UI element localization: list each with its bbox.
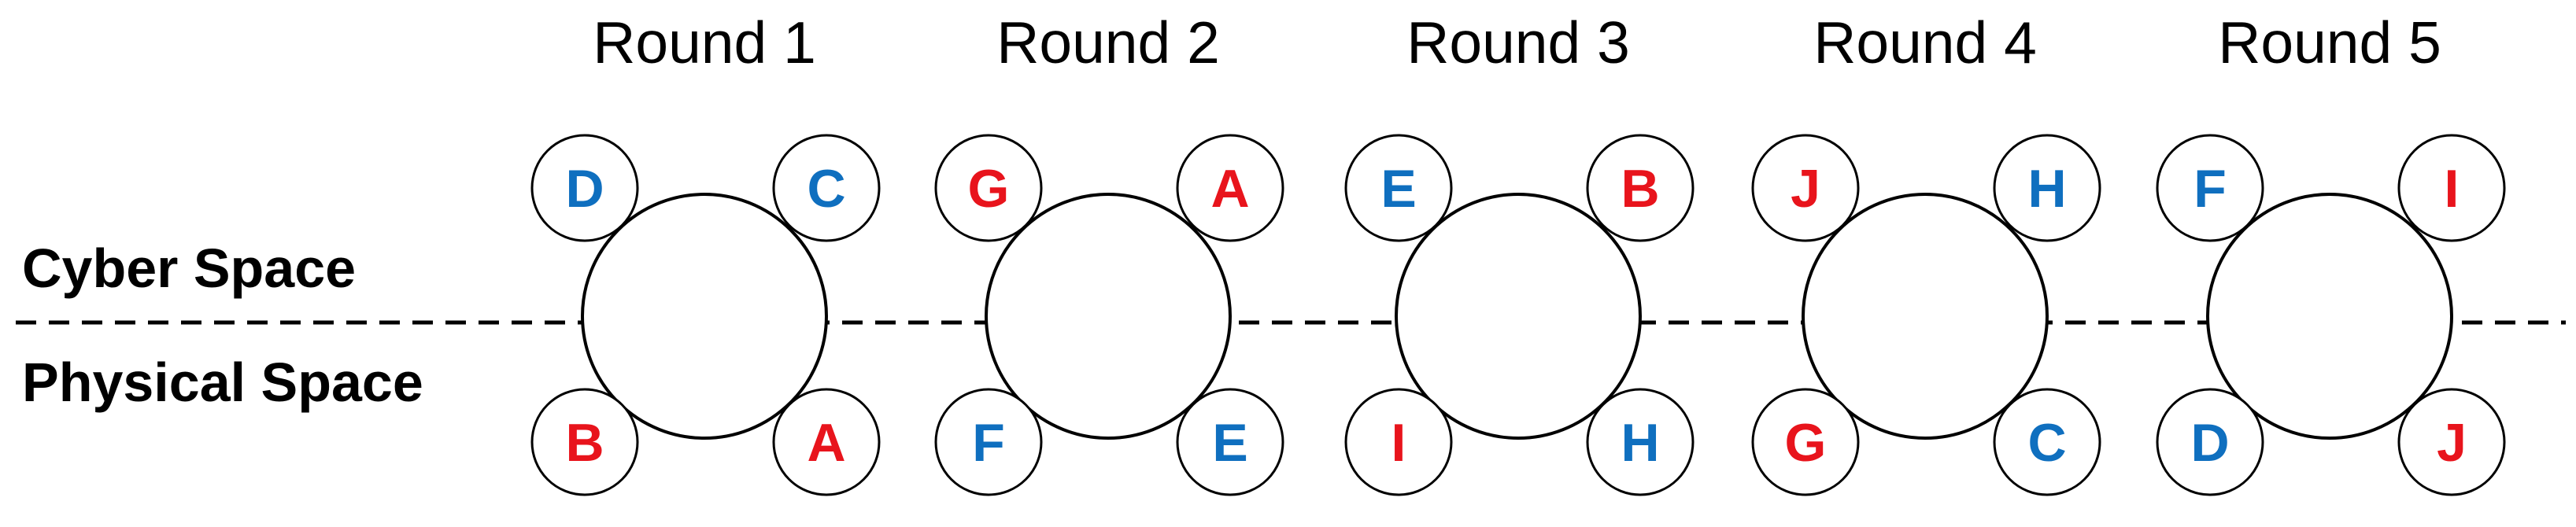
seat-letter: I [2445,159,2460,219]
seat-letter: F [972,413,1005,473]
round-title: Round 5 [2218,9,2441,76]
seat-letter: H [2027,159,2066,219]
seat-letter: I [1391,413,1406,473]
seat-circle [934,388,1043,496]
seat-letter: G [968,159,1010,219]
seat-letter: E [1380,159,1416,219]
table-circle [985,193,1232,440]
seat-physical-left: D [2156,388,2264,496]
seat-cyber-right: H [1993,134,2101,242]
table-circle [1395,193,1642,440]
seat-letter: D [565,159,604,219]
seat-cyber-right: B [1586,134,1695,242]
seat-circle [1993,134,2101,242]
seat-circle [1344,134,1453,242]
seat-circle [1993,388,2101,496]
table-circle [581,193,828,440]
seat-cyber-left: J [1751,134,1860,242]
round-title: Round 1 [593,9,816,76]
cyber-space-label: Cyber Space [22,238,356,299]
table-circle [2206,193,2453,440]
seat-circle [2156,134,2264,242]
seat-cyber-right: C [772,134,881,242]
seat-circle [1586,388,1695,496]
physical-space-label: Physical Space [22,352,423,413]
seat-physical-left: F [934,388,1043,496]
seat-physical-right: H [1586,388,1695,496]
seat-letter: H [1621,413,1659,473]
seat-letter: A [807,413,845,473]
seat-letter: G [1785,413,1827,473]
seat-letter: E [1212,413,1247,473]
seat-circle [530,388,639,496]
seat-physical-left: G [1751,388,1860,496]
seat-physical-left: B [530,388,639,496]
seat-physical-left: I [1344,388,1453,496]
seat-letter: C [807,159,845,219]
seat-circle [1751,388,1860,496]
round-title: Round 2 [996,9,1220,76]
round-2: Round 2 G A F E [934,9,1284,496]
seat-circle [530,134,639,242]
seat-letter: B [565,413,604,473]
seat-circle [772,388,881,496]
seat-cyber-left: E [1344,134,1453,242]
seat-circle [1586,134,1695,242]
seat-physical-right: C [1993,388,2101,496]
seat-letter: A [1210,159,1249,219]
round-title: Round 4 [1813,9,2037,76]
seat-circle [2156,388,2264,496]
round-5: Round 5 F I D J [2156,9,2506,496]
seat-physical-right: E [1176,388,1284,496]
seat-circle [934,134,1043,242]
round-4: Round 4 J H G C [1751,9,2101,496]
seat-cyber-left: F [2156,134,2264,242]
seat-letter: D [2190,413,2229,473]
table-circle [1802,193,2049,440]
seat-physical-right: J [2397,388,2506,496]
seat-circle [1344,388,1453,496]
round-title: Round 3 [1406,9,1630,76]
seat-letter: F [2193,159,2227,219]
seat-circle [1176,388,1284,496]
seat-letter: J [2437,413,2467,473]
seat-circle [2397,134,2506,242]
round-1: Round 1 D C B A [530,9,881,496]
seat-circle [2397,388,2506,496]
seat-circle [1751,134,1860,242]
seat-cyber-left: D [530,134,639,242]
seat-cyber-left: G [934,134,1043,242]
seat-cyber-right: A [1176,134,1284,242]
round-3: Round 3 E B I H [1344,9,1695,496]
seat-cyber-right: I [2397,134,2506,242]
seat-circle [1176,134,1284,242]
seat-physical-right: A [772,388,881,496]
seat-letter: J [1791,159,1820,219]
seat-letter: B [1621,159,1659,219]
seat-circle [772,134,881,242]
seat-letter: C [2027,413,2066,473]
